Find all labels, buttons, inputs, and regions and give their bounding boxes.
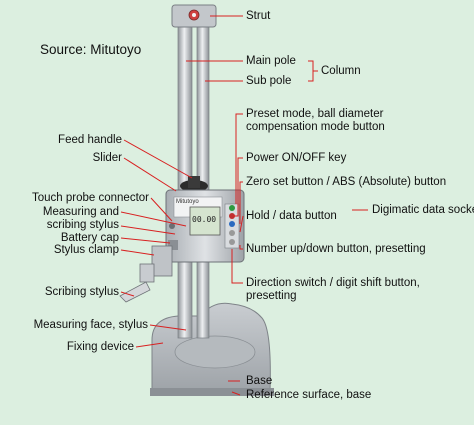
feed-handle [180, 176, 208, 192]
label-fixing-device: Fixing device [66, 341, 134, 353]
label-measuring-face: Measuring face, stylus [33, 319, 148, 331]
brand-mark: Mitutoyo [176, 199, 199, 205]
scribing-stylus [119, 281, 151, 303]
label-scribing-stylus: Scribing stylus [44, 286, 119, 298]
label-zero-set: Zero set button / ABS (Absolute) button [246, 176, 447, 188]
label-preset-mode-line1: Preset mode, ball diameter [246, 108, 384, 120]
preset-button [229, 205, 235, 211]
label-direction-line2: presetting [246, 290, 297, 302]
label-measuring-line1: Measuring and [42, 206, 119, 218]
label-measuring-line2: scribing stylus [46, 219, 119, 231]
label-feed-handle: Feed handle [58, 134, 122, 146]
label-main-pole: Main pole [246, 55, 296, 67]
label-slider: Slider [92, 152, 122, 164]
stylus-clamp [151, 245, 173, 277]
lcd-reading: 00.00 [192, 215, 217, 224]
label-sub-pole: Sub pole [246, 75, 292, 87]
slider [165, 189, 245, 263]
label-number-updown: Number up/down button, presetting [246, 243, 426, 255]
hold-button [229, 230, 235, 236]
reference-surface [150, 388, 274, 396]
label-base: Base [246, 375, 273, 387]
label-preset-mode-line2: compensation mode button [246, 121, 385, 133]
stylus-assembly [119, 245, 173, 303]
label-stylus-clamp: Stylus clamp [53, 244, 119, 256]
lcd-display [189, 206, 221, 236]
source-credit: Source: Mitutoyo [40, 42, 142, 57]
label-battery-cap: Battery cap [60, 232, 119, 244]
leader-lines [120, 15, 368, 396]
label-strut: Strut [246, 10, 271, 22]
power-button [229, 213, 235, 219]
battery-cap [168, 240, 178, 250]
label-direction-line1: Direction switch / digit shift button, [246, 277, 420, 289]
up-down-button [229, 239, 235, 245]
strut [171, 4, 217, 28]
label-digimatic: Digimatic data socket [372, 204, 474, 216]
label-hold: Hold / data button [246, 210, 337, 222]
zero-set-button [229, 221, 235, 227]
label-touch-probe: Touch probe connector [32, 192, 149, 204]
label-reference-surface: Reference surface, base [246, 389, 372, 401]
label-column: Column [321, 65, 361, 77]
label-power: Power ON/OFF key [246, 152, 347, 164]
